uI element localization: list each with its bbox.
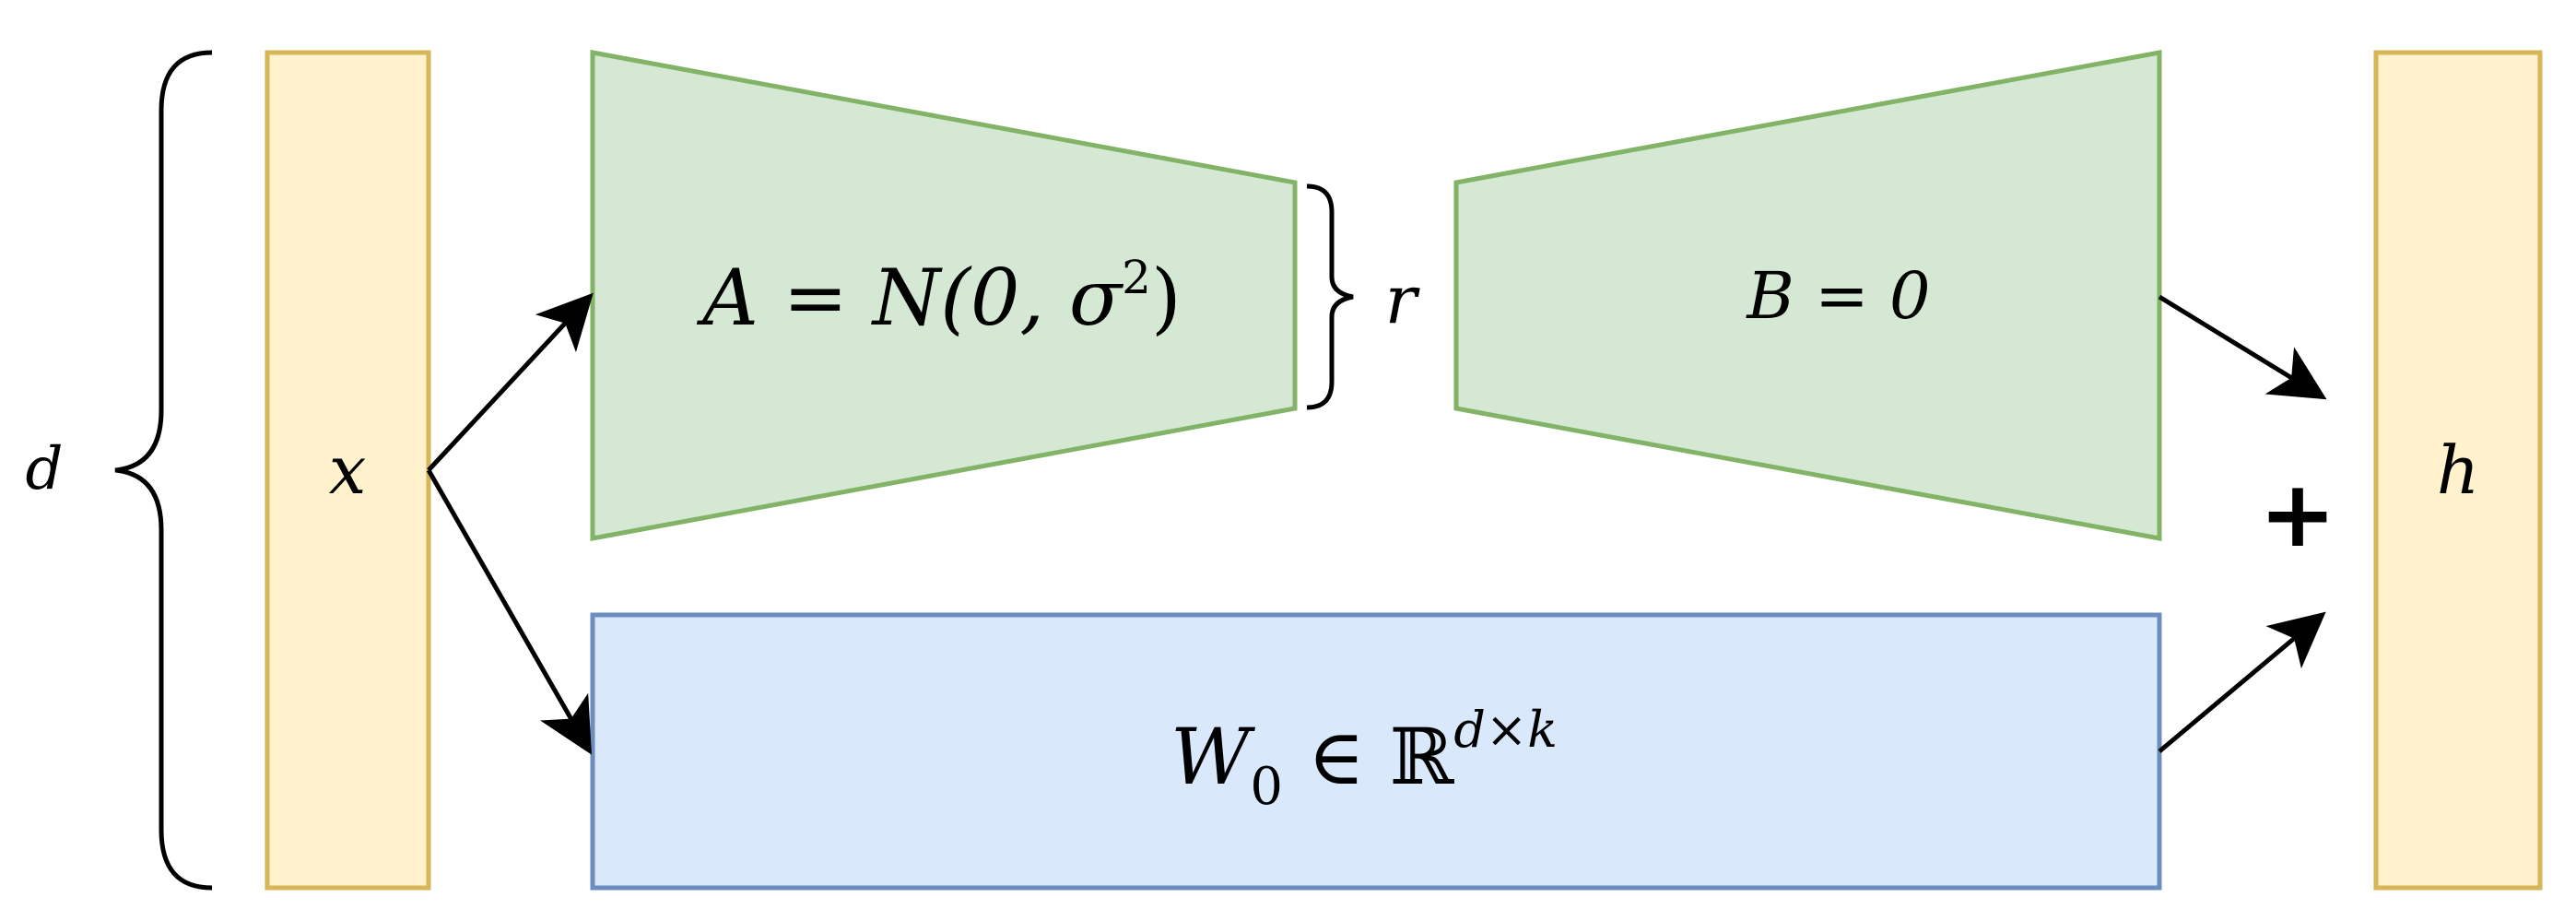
output-vector-label: h	[2437, 431, 2479, 509]
matrix-b-trapezoid	[1453, 49, 2162, 542]
sum-plus-sign: +	[2259, 460, 2336, 568]
matrix-a-trapezoid	[590, 49, 1298, 542]
arrow-b-to-sum	[2158, 294, 2327, 400]
matrix-a-distribution: N(0, σ	[871, 253, 1124, 343]
w0-subscript: 0	[1250, 757, 1283, 817]
arrow-x-to-w0	[426, 468, 592, 755]
output-vector-box	[2373, 50, 2543, 891]
dimension-brace	[114, 50, 213, 891]
dimension-label: d	[26, 435, 64, 503]
arrow-w0-to-sum	[2158, 611, 2326, 753]
w0-symbol: W	[1170, 712, 1256, 802]
matrix-b-label: B = 0	[1745, 258, 1930, 334]
rank-brace	[1306, 183, 1354, 410]
matrix-a-close: )	[1151, 253, 1182, 343]
matrix-a-equals: =	[759, 253, 873, 343]
pretrained-weights-box	[590, 612, 2162, 891]
rank-label: r	[1385, 261, 1420, 338]
matrix-a-label: A = N(0, σ2)	[696, 251, 1182, 343]
input-vector-box	[265, 50, 431, 891]
matrix-a-symbol: A	[696, 253, 759, 343]
input-vector-label: x	[329, 431, 367, 509]
matrix-a-exponent: 2	[1122, 251, 1151, 304]
w0-dimension-exponent: d×k	[1453, 701, 1558, 759]
arrow-x-to-a	[427, 292, 594, 472]
w0-membership: ∈ ℝ	[1283, 712, 1455, 802]
pretrained-weights-label: W0 ∈ ℝd×k	[1170, 701, 1558, 817]
